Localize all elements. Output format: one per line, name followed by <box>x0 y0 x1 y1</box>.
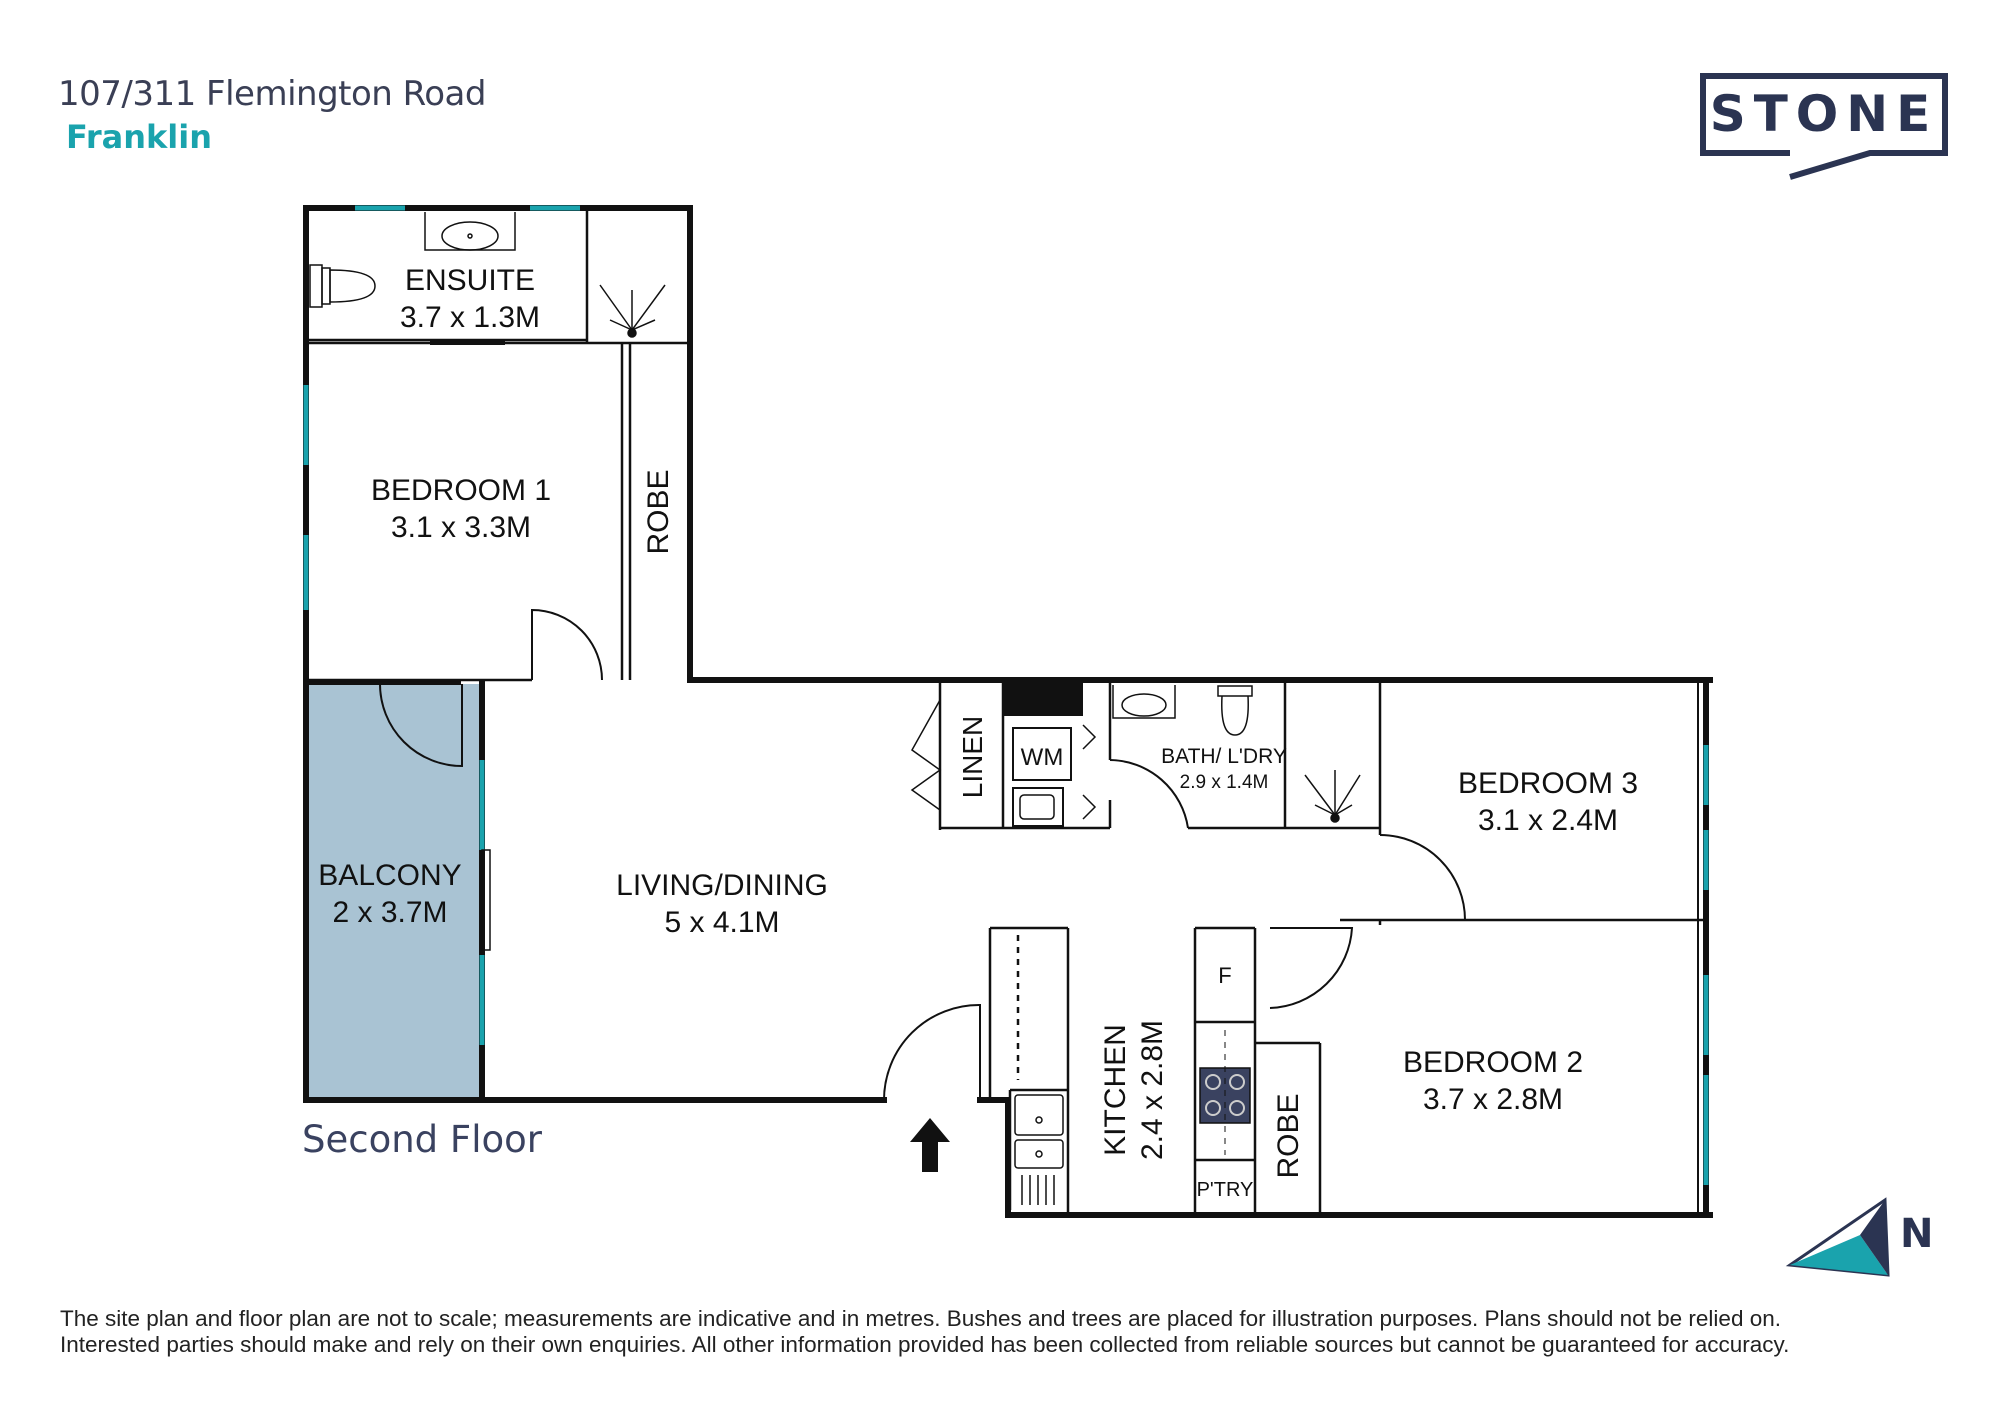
bath-size: 2.9 x 1.4M <box>1180 772 1269 793</box>
bedroom3-name: BEDROOM 3 <box>1458 767 1638 800</box>
bedroom3-size: 3.1 x 2.4M <box>1478 804 1618 837</box>
door-swings <box>379 608 1467 1101</box>
entry-arrow-icon <box>910 1118 950 1172</box>
room-labels: ENSUITE 3.7 x 1.3M BEDROOM 1 3.1 x 3.3M … <box>318 264 1638 1201</box>
kitchen-size: 2.4 x 2.8M <box>1136 1020 1169 1160</box>
suburb-subtitle: Franklin <box>66 118 212 156</box>
kitchen-sink-icon <box>1014 1094 1064 1205</box>
fridge-label: F <box>1218 963 1231 988</box>
balcony-sliding-door <box>481 849 491 951</box>
bedroom2-name: BEDROOM 2 <box>1403 1046 1583 1079</box>
services-block <box>1003 682 1083 716</box>
ensuite-fixtures <box>309 212 666 345</box>
bedroom1-size: 3.1 x 3.3M <box>391 511 531 544</box>
linen-doors <box>910 699 942 811</box>
address-title: 107/311 Flemington Road <box>58 74 486 114</box>
kitchen-name: KITCHEN <box>1099 1024 1132 1156</box>
disclaimer: The site plan and floor plan are not to … <box>60 1306 1960 1358</box>
robe2-label: ROBE <box>1272 1093 1305 1178</box>
balcony-size: 2 x 3.7M <box>332 896 447 929</box>
robe1-label: ROBE <box>642 469 675 554</box>
bedroom1-name: BEDROOM 1 <box>371 474 551 507</box>
living-size: 5 x 4.1M <box>664 906 779 939</box>
pantry-label: P'TRY <box>1197 1179 1254 1201</box>
ensuite-size: 3.7 x 1.3M <box>400 301 540 334</box>
floor-level-label: Second Floor <box>302 1118 542 1161</box>
stone-logo: STONE <box>1700 73 1948 180</box>
windows <box>303 205 1709 1185</box>
ensuite-name: ENSUITE <box>405 264 535 297</box>
wm-label: WM <box>1021 744 1064 771</box>
bath-name: BATH/ L'DRY <box>1161 745 1287 768</box>
laundry-tub-icon <box>1012 787 1064 827</box>
compass-north-label: N <box>1900 1211 1933 1257</box>
disclaimer-line-2: Interested parties should make and rely … <box>60 1332 1790 1357</box>
washing-machine <box>1012 727 1072 781</box>
linen-label: LINEN <box>957 716 988 798</box>
logo-text: STONE <box>1710 85 1939 143</box>
balcony-name: BALCONY <box>318 859 461 892</box>
balcony-area <box>306 684 480 1100</box>
living-name: LIVING/DINING <box>616 869 828 902</box>
disclaimer-line-1: The site plan and floor plan are not to … <box>60 1306 1781 1331</box>
bedroom2-size: 3.7 x 2.8M <box>1423 1083 1563 1116</box>
bathroom-fixtures <box>1112 685 1361 823</box>
compass-icon: N <box>1785 1197 1933 1277</box>
